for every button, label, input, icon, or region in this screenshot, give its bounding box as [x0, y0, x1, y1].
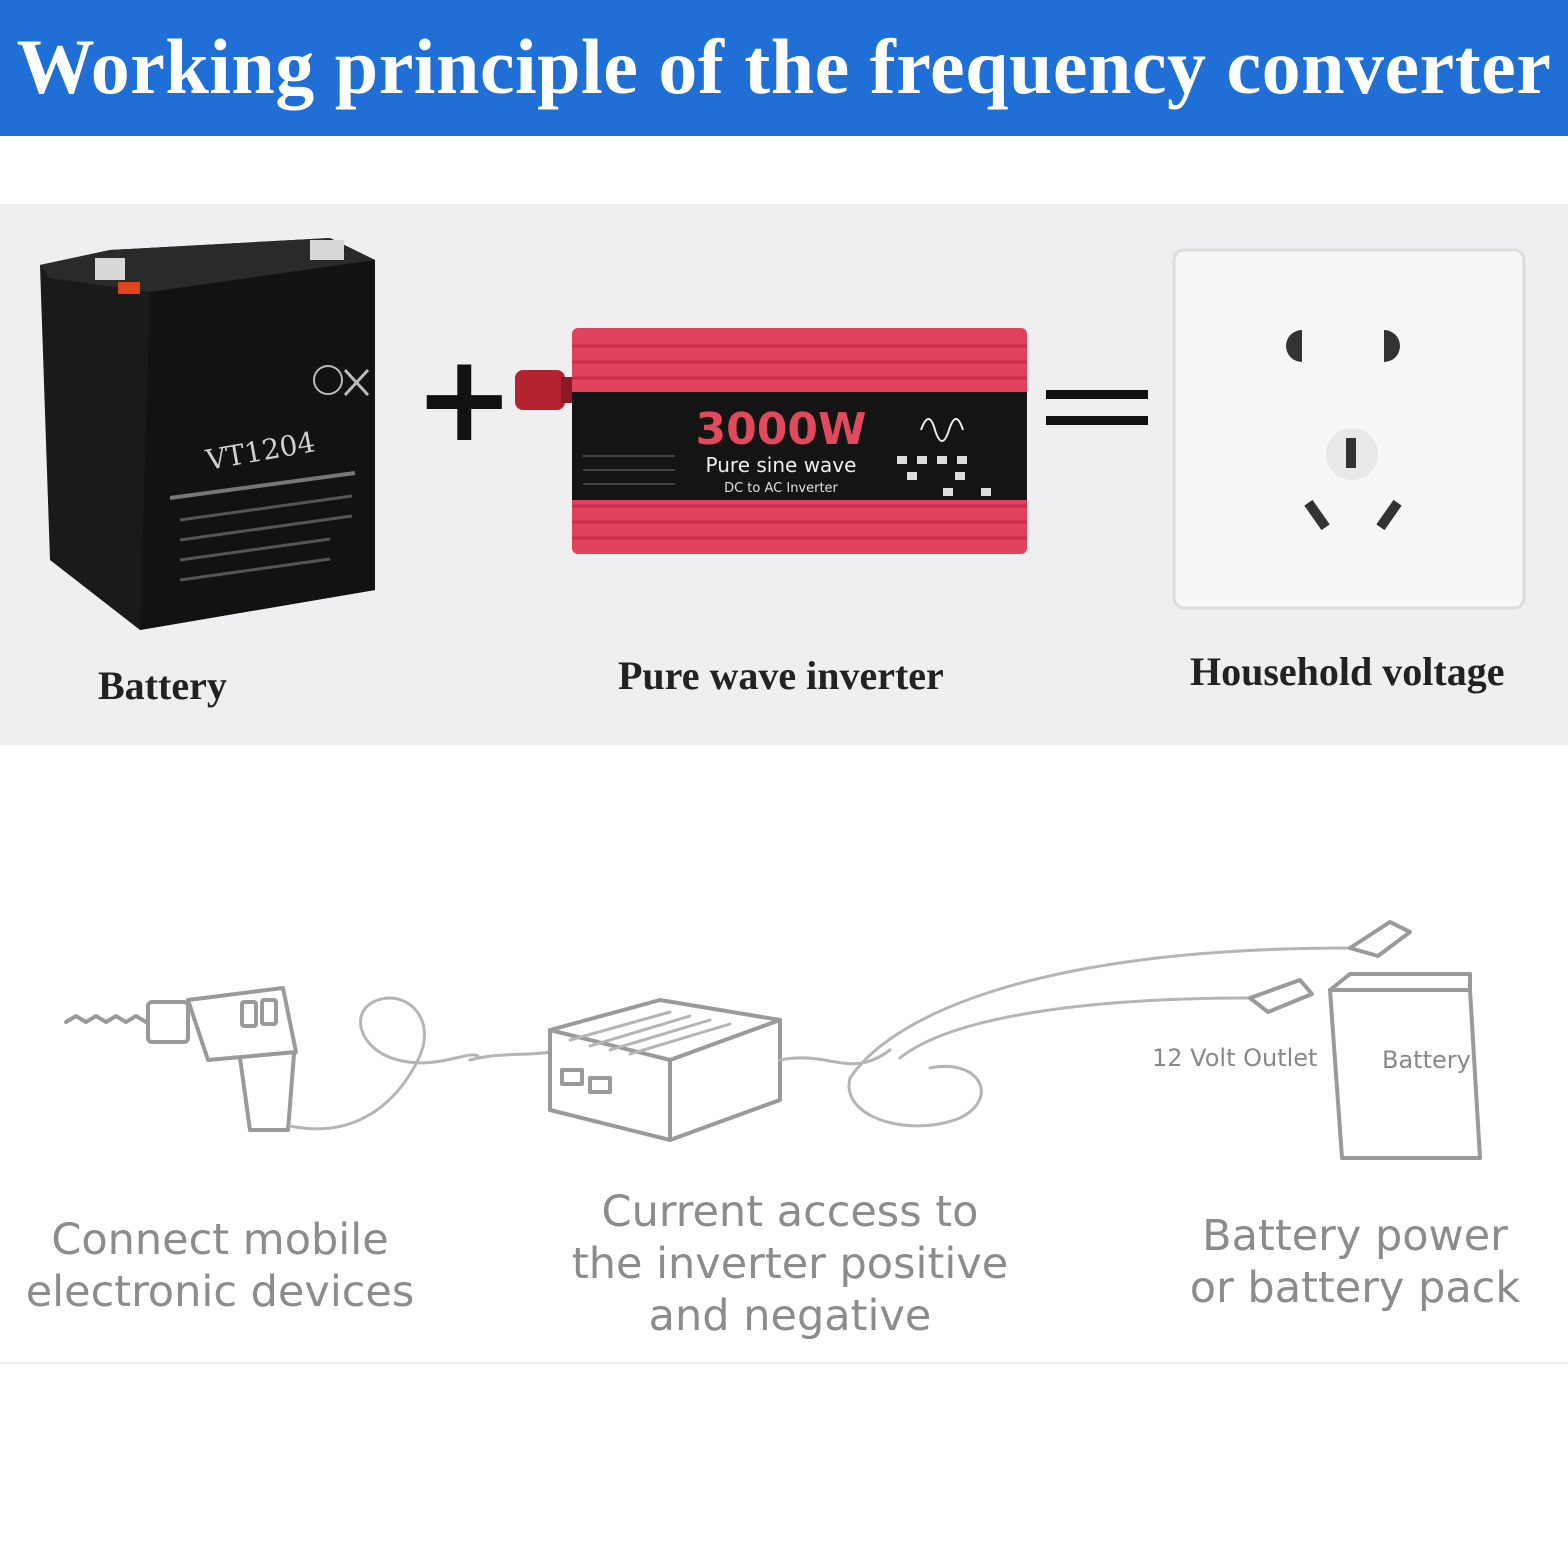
plus-symbol: +: [414, 330, 515, 469]
battery-caption-line-1: Battery power: [1202, 1211, 1508, 1261]
bottom-divider: [0, 1362, 1568, 1364]
device-caption-line-1: Connect mobile: [51, 1215, 389, 1265]
spacer: [0, 136, 1568, 204]
inverter-power-text: 3000W: [696, 404, 867, 455]
outlet-label: 12 Volt Outlet: [1152, 1044, 1317, 1072]
inverter-caption: Current access to the inverter positive …: [560, 1186, 1020, 1342]
battery-caption: Battery power or battery pack: [1170, 1210, 1540, 1314]
device-caption-line-2: electronic devices: [25, 1267, 415, 1317]
header-banner: Working principle of the frequency conve…: [0, 0, 1568, 136]
page-title: Working principle of the frequency conve…: [16, 23, 1552, 110]
battery-sketch: 12 Volt Outlet Battery: [847, 920, 1482, 1160]
battery-box-label: Battery: [1382, 1046, 1471, 1074]
inverter-label: Pure wave inverter: [618, 653, 944, 698]
inverter-image: 3000W Pure sine wave DC to AC Inverter: [515, 328, 1027, 554]
socket-image: [1172, 248, 1526, 610]
equals-symbol: [1046, 390, 1148, 425]
battery-image: VT1204: [40, 238, 375, 630]
socket-label: Household voltage: [1190, 649, 1505, 694]
battery-label: Battery: [98, 663, 227, 708]
inverter-caption-line-1: Current access to: [601, 1187, 979, 1237]
battery-caption-line-2: or battery pack: [1189, 1263, 1521, 1313]
inverter-caption-line-2: the inverter positive: [571, 1239, 1009, 1289]
device-caption: Connect mobile electronic devices: [10, 1214, 430, 1318]
inverter-sketch: [468, 998, 892, 1142]
inverter-caption-line-3: and negative: [648, 1291, 932, 1341]
drill-sketch: [64, 986, 480, 1132]
inverter-subtitle: Pure sine wave: [706, 453, 857, 477]
inverter-subtitle-2: DC to AC Inverter: [724, 481, 838, 496]
